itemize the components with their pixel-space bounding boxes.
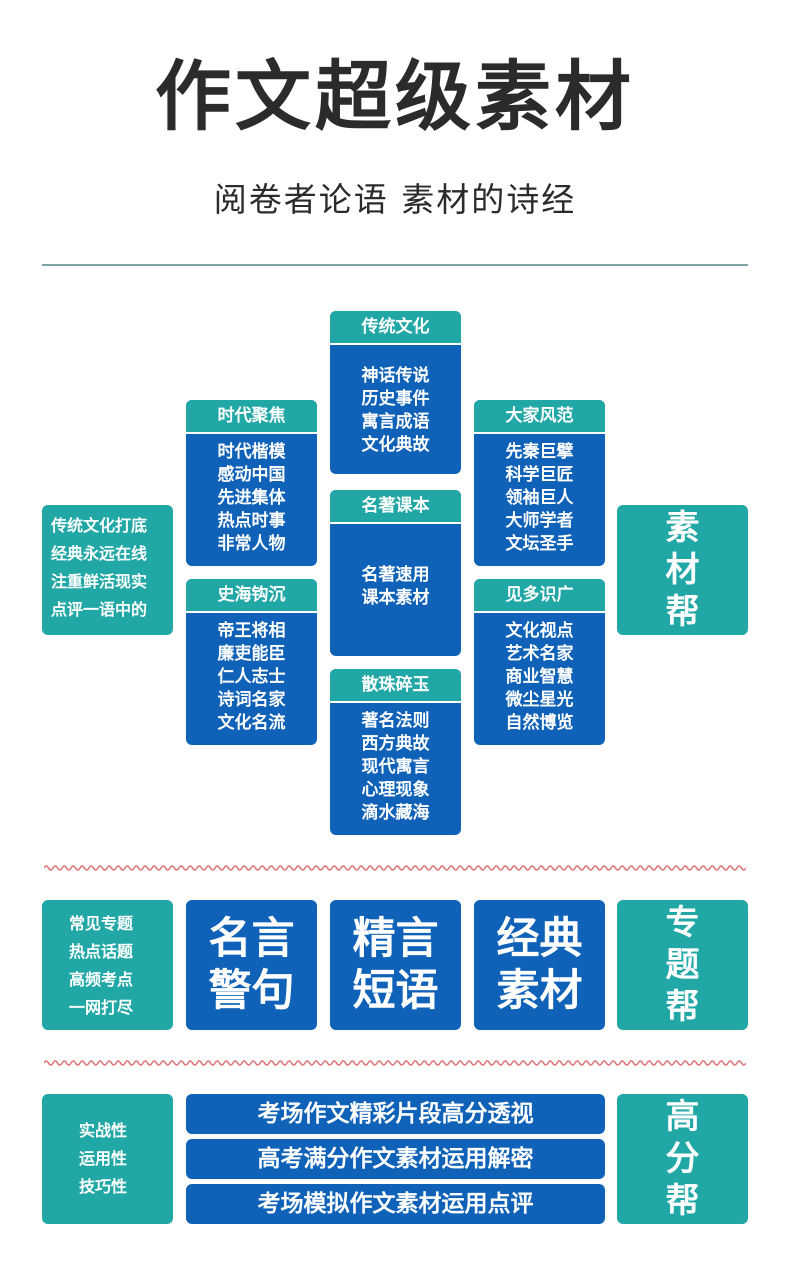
- category-item: 历史事件: [361, 389, 430, 409]
- category-great-masters: 大家风范 先秦巨擘 科学巨匠 领袖巨人 大师学者 文坛圣手: [474, 400, 605, 566]
- page-title: 作文超级素材: [155, 52, 635, 141]
- badge-char: 帮: [665, 592, 700, 632]
- category-item: 微尘星光: [505, 690, 574, 710]
- category-item: 自然博览: [505, 713, 574, 733]
- category-item: 廉吏能臣: [217, 644, 286, 664]
- feature-line: 传统文化打底: [51, 516, 148, 535]
- feature-line: 一网打尽: [69, 998, 134, 1017]
- category-item: 大师学者: [505, 511, 574, 531]
- category-item: 课本素材: [361, 588, 430, 608]
- topic-badge: 专 题 帮: [617, 900, 748, 1030]
- material-badge: 素 材 帮: [617, 505, 748, 635]
- category-item: 文坛圣手: [505, 534, 574, 554]
- feature-line: 运用性: [79, 1149, 128, 1168]
- category-item: 先秦巨擘: [505, 442, 574, 462]
- category-item: 热点时事: [217, 511, 286, 531]
- category-item: 感动中国: [217, 465, 286, 485]
- score-strip: 考场模拟作文素材运用点评: [186, 1184, 605, 1224]
- feature-line: 点评一语中的: [51, 600, 148, 619]
- category-title: 见多识广: [474, 579, 605, 613]
- badge-char: 高: [665, 1097, 700, 1137]
- category-item: 帝王将相: [217, 621, 286, 641]
- block-line: 警句: [208, 966, 295, 1016]
- badge-char: 素: [665, 508, 700, 548]
- category-item: 文化典故: [361, 435, 430, 455]
- category-item: 现代寓言: [361, 757, 430, 777]
- feature-line: 技巧性: [79, 1177, 128, 1196]
- category-history-depths: 史海钩沉 帝王将相 廉吏能臣 仁人志士 诗词名家 文化名流: [186, 579, 317, 745]
- category-item: 科学巨匠: [505, 465, 574, 485]
- category-item: 商业智慧: [505, 667, 574, 687]
- category-item: 名著速用: [361, 565, 430, 585]
- category-item: 仁人志士: [217, 667, 286, 687]
- category-item: 时代楷模: [217, 442, 286, 462]
- page-subtitle: 阅卷者论语 素材的诗经: [213, 180, 577, 219]
- badge-char: 帮: [665, 987, 700, 1027]
- topic-block-famous-quotes: 名言 警句: [186, 900, 317, 1030]
- category-traditional-culture: 传统文化 神话传说 历史事件 寓言成语 文化典故: [330, 311, 461, 474]
- feature-line: 常见专题: [69, 914, 134, 933]
- block-line: 精言: [352, 914, 439, 964]
- block-line: 素材: [496, 966, 583, 1016]
- category-item: 非常人物: [217, 534, 286, 554]
- feature-line: 注重鲜活现实: [51, 572, 148, 591]
- material-features-panel: 传统文化打底 经典永远在线 注重鲜活现实 点评一语中的: [42, 505, 173, 635]
- wavy-divider: [44, 1060, 746, 1066]
- badge-char: 分: [665, 1139, 700, 1179]
- feature-line: 高频考点: [69, 970, 134, 989]
- category-classics-textbooks: 名著课本 名著速用 课本素材: [330, 490, 461, 656]
- feature-line: 经典永远在线: [51, 544, 148, 563]
- badge-char: 题: [665, 945, 700, 985]
- header-divider: [42, 264, 748, 266]
- score-strip: 高考满分作文素材运用解密: [186, 1139, 605, 1179]
- wavy-divider: [44, 865, 746, 871]
- badge-char: 帮: [665, 1181, 700, 1221]
- block-line: 名言: [208, 914, 295, 964]
- category-item: 先进集体: [217, 488, 286, 508]
- category-item: 艺术名家: [505, 644, 574, 664]
- category-item: 神话传说: [361, 366, 430, 386]
- category-item: 滴水藏海: [361, 803, 430, 823]
- badge-char: 材: [665, 550, 700, 590]
- category-title: 名著课本: [330, 490, 461, 524]
- category-item: 诗词名家: [217, 690, 286, 710]
- topic-features-panel: 常见专题 热点话题 高频考点 一网打尽: [42, 900, 173, 1030]
- block-line: 短语: [352, 966, 439, 1016]
- category-title: 传统文化: [330, 311, 461, 345]
- badge-char: 专: [665, 903, 700, 943]
- category-item: 西方典故: [361, 734, 430, 754]
- category-title: 时代聚焦: [186, 400, 317, 434]
- topic-block-concise-phrases: 精言 短语: [330, 900, 461, 1030]
- score-strip: 考场作文精彩片段高分透视: [186, 1094, 605, 1134]
- category-item: 领袖巨人: [505, 488, 574, 508]
- category-item: 文化名流: [217, 713, 286, 733]
- score-badge: 高 分 帮: [617, 1094, 748, 1224]
- category-title: 散珠碎玉: [330, 669, 461, 703]
- category-scattered-pearls: 散珠碎玉 著名法则 西方典故 现代寓言 心理现象 滴水藏海: [330, 669, 461, 835]
- topic-block-classic-material: 经典 素材: [474, 900, 605, 1030]
- category-title: 大家风范: [474, 400, 605, 434]
- category-item: 心理现象: [361, 780, 430, 800]
- category-item: 文化视点: [505, 621, 574, 641]
- feature-line: 实战性: [79, 1121, 128, 1140]
- block-line: 经典: [496, 914, 583, 964]
- score-features-panel: 实战性 运用性 技巧性: [42, 1094, 173, 1224]
- category-item: 著名法则: [361, 711, 430, 731]
- category-era-focus: 时代聚焦 时代楷模 感动中国 先进集体 热点时事 非常人物: [186, 400, 317, 566]
- category-item: 寓言成语: [361, 412, 430, 432]
- category-title: 史海钩沉: [186, 579, 317, 613]
- feature-line: 热点话题: [69, 942, 134, 961]
- category-broad-knowledge: 见多识广 文化视点 艺术名家 商业智慧 微尘星光 自然博览: [474, 579, 605, 745]
